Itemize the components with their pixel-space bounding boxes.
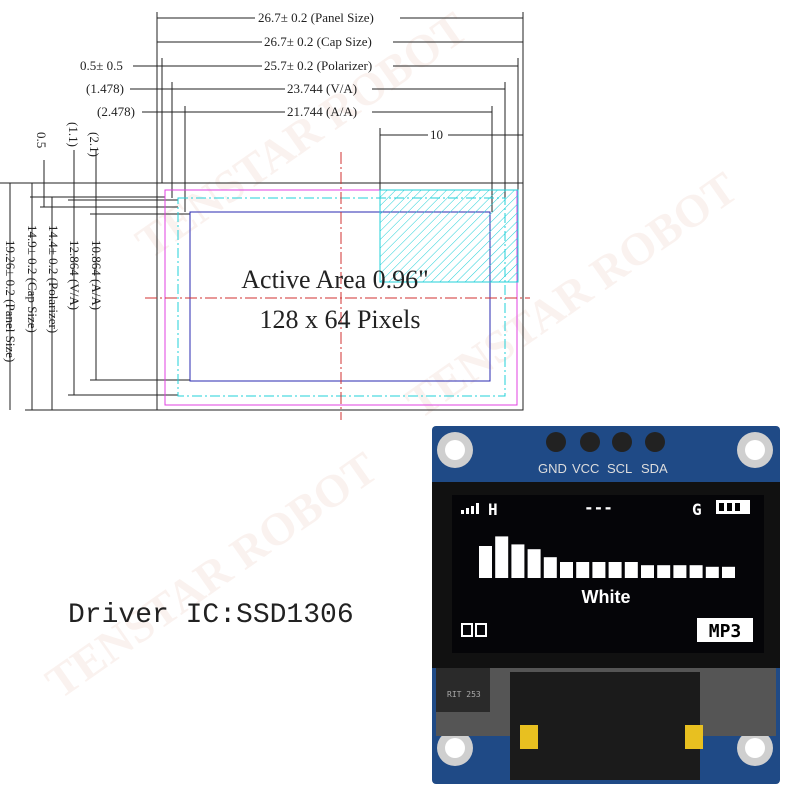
dim-ten: 10 — [430, 127, 443, 142]
dim-polarizer-width: 25.7± 0.2 (Polarizer) — [264, 58, 372, 73]
active-area-label: Active Area 0.96" — [241, 265, 429, 294]
pin-label-sda: SDA — [641, 461, 668, 476]
dim-aa-height: 10.864 (A/A) — [89, 240, 104, 310]
driver-ic-label: Driver IC:SSD1306 — [68, 600, 354, 631]
dim-polarizer-height: 14.4± 0.2 (Polarizer) — [46, 225, 61, 333]
status-g: G — [692, 500, 702, 519]
status-dashes: --- — [584, 498, 613, 517]
dim-aa-offset: (2.478) — [97, 104, 135, 119]
dim-va-width: 23.744 (V/A) — [287, 81, 357, 96]
dim-panel-height: 19.26± 0.2 (Panel Size) — [3, 240, 18, 362]
equalizer-bar — [576, 562, 590, 578]
equalizer-bar — [657, 565, 671, 578]
flex-cable — [510, 672, 700, 780]
svg-text:MP3: MP3 — [709, 621, 742, 642]
oled-module: GND VCC SCL SDA H --- G White MP3 — [432, 426, 780, 784]
dim-polarizer-offset: 0.5± 0.5 — [80, 58, 123, 73]
header-pins — [546, 432, 665, 452]
dim-cap-height: 14.9± 0.2 (Cap Size) — [25, 225, 40, 333]
repeat-icon — [461, 623, 487, 637]
dim-aa-width: 21.744 (A/A) — [287, 104, 357, 119]
pixels-label: 128 x 64 Pixels — [259, 305, 420, 334]
pin-label-gnd: GND — [538, 461, 567, 476]
pin-label-scl: SCL — [607, 461, 632, 476]
equalizer-bar — [511, 544, 525, 578]
panel-outline: Active Area 0.96" 128 x 64 Pixels — [145, 152, 530, 420]
dim-panel-width: 26.7± 0.2 (Panel Size) — [258, 10, 374, 25]
equalizer-bar — [689, 565, 703, 578]
equalizer-bar — [527, 549, 541, 578]
mounting-holes — [437, 432, 773, 766]
svg-text:TENSTAR ROBOT: TENSTAR ROBOT — [36, 442, 386, 708]
equalizer-bar — [543, 557, 557, 578]
dim-cap-width: 26.7± 0.2 (Cap Size) — [264, 34, 372, 49]
dim-va-height: 12.864 (V/A) — [67, 240, 82, 310]
signal-icon — [461, 503, 479, 514]
equalizer-bar — [641, 565, 654, 578]
dim-va-offset: (1.478) — [86, 81, 124, 96]
dim-off-05: 0.5 — [34, 132, 49, 148]
equalizer-bar — [608, 562, 622, 578]
battery-icon — [716, 500, 750, 514]
equalizer-bar — [624, 562, 638, 578]
equalizer-bar — [722, 566, 735, 578]
hatched-region — [379, 189, 519, 283]
equalizer-bars — [479, 536, 735, 578]
top-dimensions: 26.7± 0.2 (Panel Size) 26.7± 0.2 (Cap Si… — [80, 10, 524, 212]
equalizer-bar — [705, 566, 719, 578]
dim-off-21: (2.1) — [87, 132, 102, 157]
equalizer-bar — [592, 562, 606, 578]
equalizer-bar — [495, 536, 509, 578]
mp3-badge — [697, 618, 753, 642]
equalizer-bar — [673, 565, 687, 578]
status-h: H — [488, 500, 498, 519]
dim-off-11: (1.1) — [66, 122, 81, 147]
screen-label-white: White — [582, 587, 631, 607]
pin-label-vcc: VCC — [572, 461, 599, 476]
equalizer-bar — [479, 546, 492, 578]
side-dimensions: 19.26± 0.2 (Panel Size) 14.9± 0.2 (Cap S… — [0, 122, 190, 411]
chip-mark: RIT 253 — [447, 690, 481, 699]
equalizer-bar — [560, 562, 573, 578]
